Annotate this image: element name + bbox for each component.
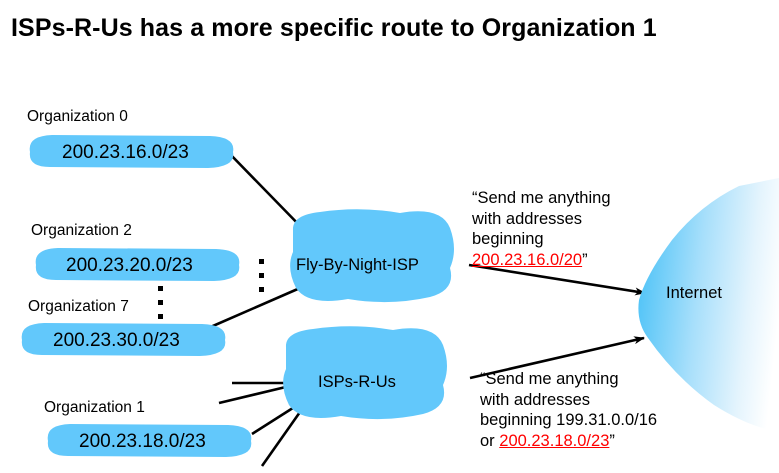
ellipsis-near-isp (259, 259, 264, 301)
cloud-isps-r-us (283, 326, 447, 420)
org-address-1: 200.23.18.0/23 (79, 431, 206, 452)
org-pill-2 (35, 248, 240, 281)
callout-upper-line-4: 200.23.16.0/20” (472, 250, 611, 271)
org-pill-0 (29, 135, 234, 168)
ellipsis-between-orgs (158, 286, 163, 328)
callout-upper-line-2: with addresses (472, 209, 583, 228)
org-address-0: 200.23.16.0/23 (62, 142, 189, 163)
org-label-0: Organization 0 (27, 108, 128, 125)
callout-lower-prefix-highlight: 200.23.18.0/23 (499, 431, 610, 450)
callout-isps-r-us: “Send me anything with addresses beginni… (480, 369, 657, 451)
callout-upper-line-1: “Send me anything (472, 189, 611, 207)
callout-lower-line-2: with addresses (480, 390, 591, 409)
cloud-label-isps-r-us: ISPs-R-Us (318, 373, 396, 391)
org-label-7: Organization 7 (28, 298, 129, 315)
callout-lower-prefix: or (480, 431, 500, 450)
org-address-2: 200.23.20.0/23 (66, 255, 193, 276)
link-isprus-second (218, 384, 291, 405)
org-label-1: Organization 1 (44, 399, 145, 416)
callout-lower-suffix: ” (609, 431, 615, 450)
page-title: ISPs-R-Us has a more specific route to O… (11, 14, 657, 42)
link-org0-flybynight (227, 151, 306, 232)
callout-lower-line-4: or 200.23.18.0/23” (480, 431, 657, 452)
callout-upper-suffix: ” (582, 250, 588, 269)
link-isprus-lower (260, 411, 302, 467)
org-pill-1 (47, 424, 252, 457)
org-address-7: 200.23.30.0/23 (53, 330, 180, 351)
cloud-fly-by-night-isp (290, 209, 454, 303)
link-org7-flybynight (205, 286, 301, 331)
org-label-2: Organization 2 (31, 222, 132, 239)
cloud-label-internet: Internet (666, 284, 722, 302)
link-org1-isprus (251, 404, 297, 436)
callout-lower-line-1: “Send me anything (480, 370, 619, 388)
callout-upper-prefix-highlight: 200.23.16.0/20 (472, 250, 583, 269)
callout-fly-by-night-isp: “Send me anything with addresses beginni… (472, 188, 611, 270)
cloud-label-fly-by-night-isp: Fly-By-Night-ISP (296, 256, 419, 274)
callout-lower-line-3: beginning 199.31.0.0/16 (480, 411, 658, 429)
arrow-isprus-internet (469, 336, 645, 380)
callout-upper-line-3: beginning (472, 230, 544, 248)
org-pill-7 (21, 323, 226, 356)
cloud-internet (638, 178, 779, 432)
arrow-flybynight-internet (468, 263, 646, 296)
